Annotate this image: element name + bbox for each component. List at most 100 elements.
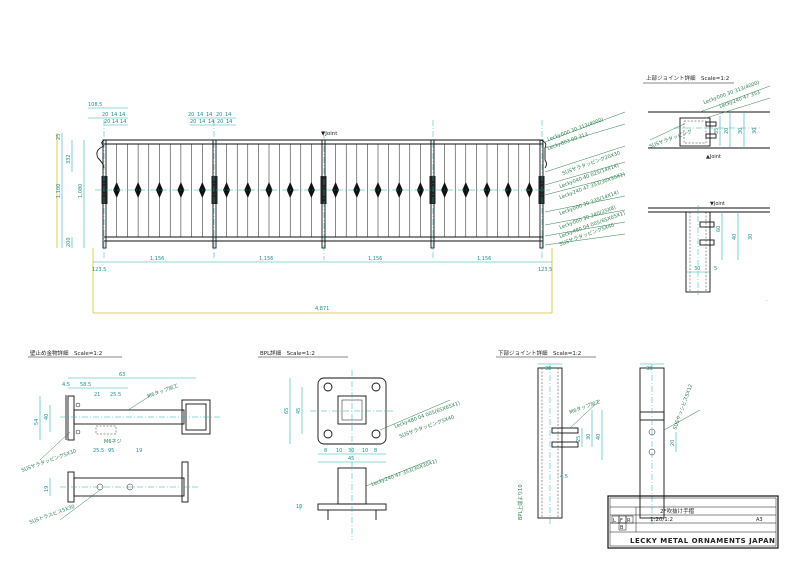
dim-1156: 1,156 — [477, 256, 491, 262]
diamond-ornament — [244, 182, 252, 198]
dim: 20 — [670, 440, 676, 446]
tb-letter: B — [620, 525, 624, 531]
twisted-collar — [101, 176, 108, 204]
dim-25: 25 — [56, 134, 62, 140]
diamond-ornament — [307, 182, 315, 198]
dim: 25 — [576, 436, 582, 442]
dim-1080: 1,080 — [78, 184, 84, 198]
leader-label: M6タップ加工 — [568, 398, 601, 416]
wall-stop-detail: 壁止め金物詳細 Scale=1:2 63 4.5 58.5 21 25.5 54… — [20, 349, 220, 526]
dim-1156: 1,156 — [368, 256, 382, 262]
dim-1156: 1,156 — [259, 256, 273, 262]
top-joint-title: 上部ジョイント詳細 Scale=1:2 — [646, 74, 729, 82]
leader-label: Lecky240 47 353(30X30X1) — [371, 458, 438, 487]
dim: 30 — [348, 448, 354, 454]
diamond-ornament — [395, 182, 403, 198]
dim-overall: 4,871 — [315, 306, 329, 312]
diamond-ornament — [332, 182, 340, 198]
dim: 35 — [714, 128, 720, 134]
dim: 58.5 — [80, 382, 91, 388]
dim: 4.5 — [560, 474, 568, 480]
tb-letter: R — [627, 518, 631, 524]
dim-top: 14 — [208, 119, 214, 125]
dim: 63 — [119, 372, 125, 378]
diamond-ornament — [483, 182, 491, 198]
bpl-detail-title: BPL詳細 Scale=1:2 — [260, 349, 315, 357]
twisted-collar — [429, 176, 436, 204]
dim-123-5-left: 123.5 — [92, 267, 106, 273]
dim-top: 14 — [120, 119, 126, 125]
dim-332: 332 — [66, 154, 72, 164]
dim-top: 20 — [104, 119, 110, 125]
dim: 40 — [732, 234, 738, 240]
joint-label-top: ▲Joint — [706, 154, 721, 160]
dim-top: 14 — [197, 112, 203, 118]
dim: 25.5 — [110, 392, 121, 398]
top-dimensions: 108.5 20 14 14 20 14 14 20 14 14 20 14 2… — [88, 102, 236, 126]
leader-label: SUSサラタッピング5X30 — [20, 447, 77, 473]
dim: 40 — [44, 414, 50, 420]
twisted-collar — [538, 176, 545, 204]
tb-company: LECKY METAL ORNAMENTS JAPAN — [630, 537, 775, 545]
dim-top: 14 — [111, 112, 117, 118]
dim-top: 14 — [225, 112, 231, 118]
leader-label: SUSトラスビス5X30 — [28, 503, 75, 526]
leader-label: SUSサッシビス5X12 — [671, 383, 694, 430]
dim: 8 — [324, 448, 327, 454]
dim: 5 — [714, 266, 717, 272]
bottom-dimensions: 123.5 1,156 1,156 1,156 1,156 123.5 4,87… — [92, 256, 552, 312]
dim-108-5: 108.5 — [88, 102, 102, 108]
wall-note: M6ネジ — [104, 439, 122, 445]
dim: 30 — [748, 234, 754, 240]
dim-top: 14 — [119, 112, 125, 118]
tb-letter: L — [613, 518, 616, 524]
dim: 30 — [545, 366, 551, 372]
handrail — [101, 139, 547, 169]
vertical-note: BPL上端より10 — [517, 485, 524, 521]
dim: 8 — [374, 448, 377, 454]
dim: 25.5 — [93, 448, 104, 454]
tb-project: 2F吹抜け手摺 — [660, 507, 695, 515]
dim-1156: 1,156 — [150, 256, 164, 262]
dim-top: 14 — [112, 119, 118, 125]
dim-top: 20 — [216, 112, 222, 118]
dim-top: 20 — [217, 119, 223, 125]
dim-top: 14 — [206, 112, 212, 118]
top-joint-detail: 上部ジョイント詳細 Scale=1:2 35 20 30 30 Lecky000… — [643, 74, 771, 304]
bottom-joint-detail: 下部ジョイント詳細 Scale=1:2 30 25 30 40 4.5 M6タッ… — [496, 349, 701, 525]
dim: 21 — [94, 392, 100, 398]
dim: 60 — [716, 226, 722, 232]
dim-200: 200 — [66, 237, 72, 247]
dim: 95 — [108, 448, 114, 454]
bottom-joint-title: 下部ジョイント詳細 Scale=1:2 — [498, 349, 581, 357]
dim: 30 — [752, 128, 758, 134]
dim: 45 — [348, 456, 354, 462]
dim: 30 — [738, 128, 744, 134]
diamond-ornament — [156, 182, 163, 198]
diamond-ornament — [223, 182, 231, 198]
dim: 19 — [136, 448, 142, 454]
joint-label-2: ▼Joint — [710, 201, 725, 207]
dim-top: 14 — [199, 119, 205, 125]
wall-detail-title: 壁止め金物詳細 Scale=1:2 — [30, 349, 102, 357]
stray-mark: · — [766, 298, 768, 304]
diamond-ornament — [504, 182, 512, 198]
dim: 65 — [284, 408, 290, 414]
twisted-collar — [211, 176, 218, 204]
leader-label: M6タップ加工 — [146, 382, 179, 400]
dim: 30 — [694, 266, 700, 272]
dim: 19 — [44, 486, 50, 492]
joint-label-1: ▼Joint — [321, 131, 338, 137]
dim: 10 — [336, 448, 342, 454]
bpl-detail: BPL詳細 Scale=1:2 65 45 8 10 30 10 8 45 Le… — [258, 349, 461, 540]
diamond-ornament — [134, 182, 142, 198]
dim-top: 14 — [226, 119, 232, 125]
dim: 10 — [362, 448, 368, 454]
diamond-ornament — [462, 182, 470, 198]
dim: 54 — [34, 419, 40, 425]
dim: 30 — [586, 434, 592, 440]
dim: 45 — [296, 408, 302, 414]
tb-sheet: A3 — [756, 517, 763, 523]
dim-123-5-right: 123.5 — [538, 267, 552, 273]
